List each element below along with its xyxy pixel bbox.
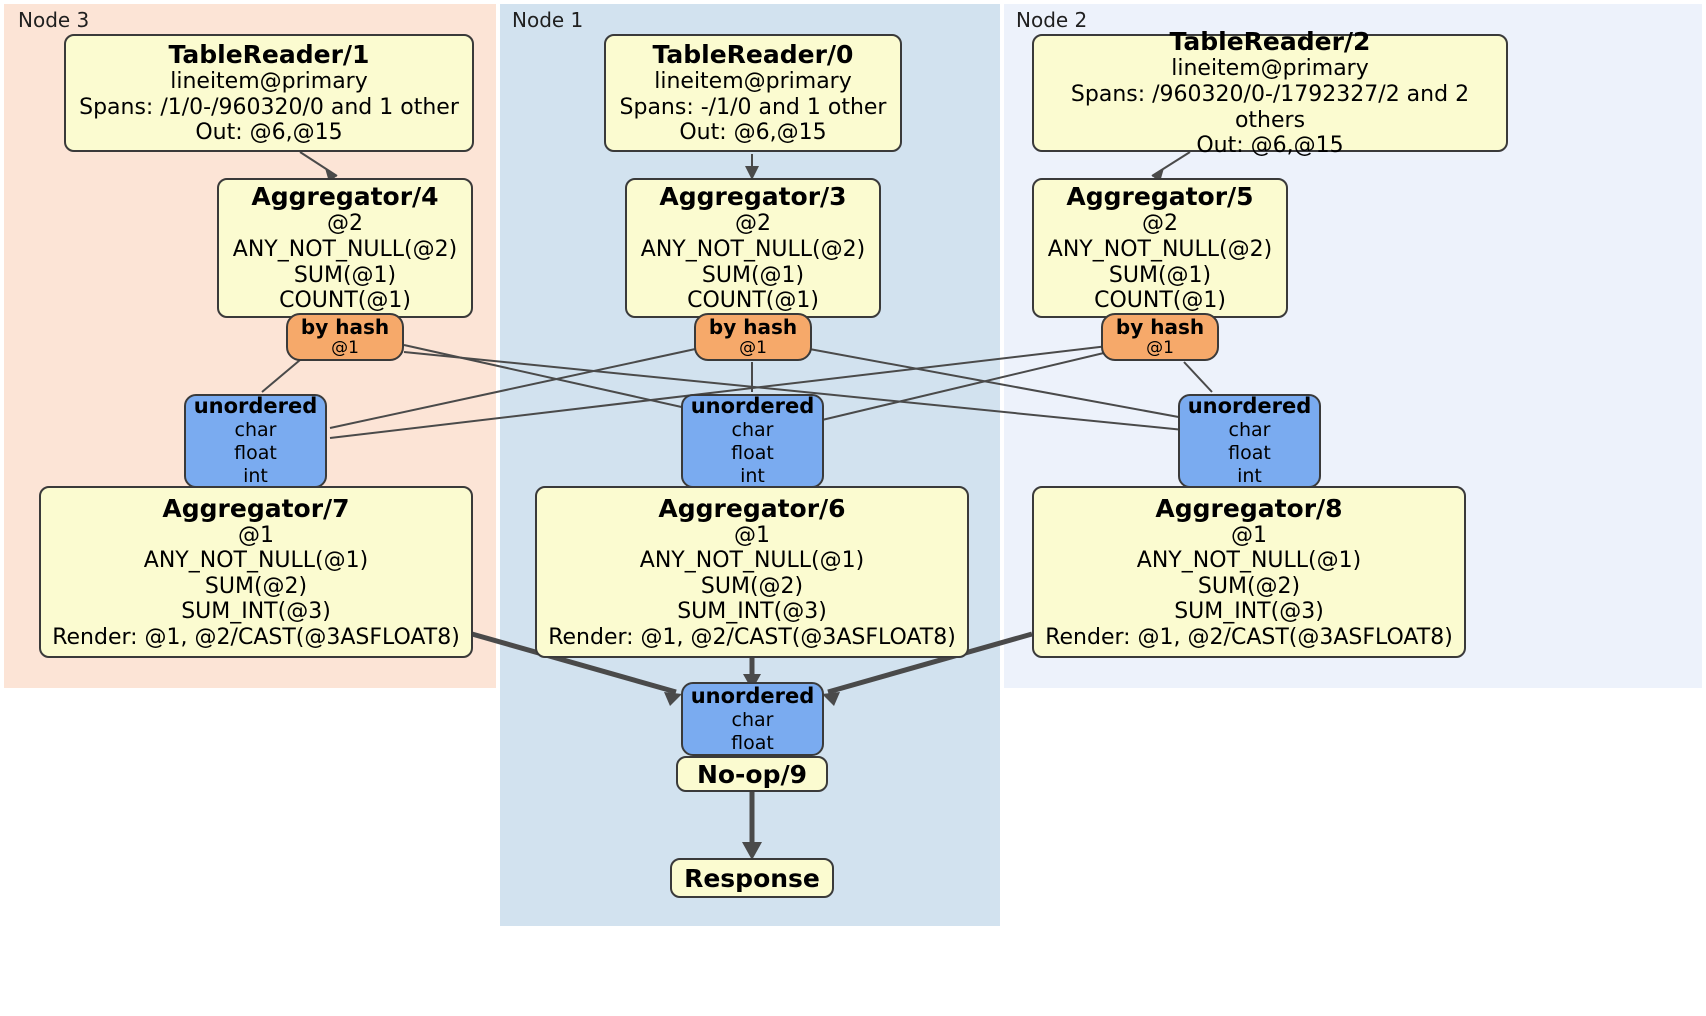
panel-node3-label: Node 3 [18,8,90,32]
processor-line: Out: @6,@15 [679,120,827,146]
synchronizer-line: char [234,419,277,442]
router-by-hash-left[interactable]: by hash @1 [286,313,404,361]
processor-line: Spans: /960320/0-/1792327/2 and 2 others [1070,81,1470,133]
synchronizer-line: float [731,442,774,465]
processor-line: COUNT(@1) [1094,288,1226,314]
processor-line: @1 [1231,522,1267,548]
processor-line: Render: @1, @2/CAST(@3ASFLOAT8) [548,624,956,650]
processor-title: TableReader/1 [168,40,370,70]
router-by-hash-center[interactable]: by hash @1 [694,313,812,361]
processor-line: ANY_NOT_NULL(@2) [232,236,458,262]
synchronizer-line: char [1228,419,1271,442]
processor-title: TableReader/2 [1169,27,1371,57]
processor-line: Render: @1, @2/CAST(@3ASFLOAT8) [52,624,460,650]
processor-line: lineitem@primary [170,69,368,95]
synchronizer-title: unordered [690,683,815,708]
processor-line: Render: @1, @2/CAST(@3ASFLOAT8) [1045,624,1453,650]
synchronizer-title: unordered [1187,394,1312,419]
processor-line: @1 [238,522,274,548]
processor-aggregator-5[interactable]: Aggregator/5 @2 ANY_NOT_NULL(@2) SUM(@1)… [1032,178,1288,318]
synchronizer-line: float [731,731,774,754]
processor-line: Spans: /1/0-/960320/0 and 1 other [79,94,459,120]
router-title: by hash [1115,314,1205,339]
processor-tablereader-1[interactable]: TableReader/1 lineitem@primary Spans: /1… [64,34,474,152]
processor-line: @2 [327,211,363,237]
synchronizer-line: float [234,442,277,465]
router-line: @1 [739,337,767,358]
processor-line: COUNT(@1) [279,288,411,314]
processor-aggregator-3[interactable]: Aggregator/3 @2 ANY_NOT_NULL(@2) SUM(@1)… [625,178,881,318]
processor-line: Out: @6,@15 [1196,133,1344,159]
processor-title: Aggregator/7 [162,493,350,523]
router-title: by hash [708,314,798,339]
synchronizer-line: int [740,465,765,487]
synchronizer-line: char [731,708,774,731]
router-title: by hash [300,314,390,339]
router-by-hash-right[interactable]: by hash @1 [1101,313,1219,361]
processor-line: ANY_NOT_NULL(@2) [640,236,866,262]
processor-line: SUM(@1) [293,262,397,288]
synchronizer-line: int [1237,465,1262,487]
processor-title: Aggregator/3 [659,182,847,212]
processor-tablereader-2[interactable]: TableReader/2 lineitem@primary Spans: /9… [1032,27,1508,158]
processor-line: SUM_INT(@3) [677,599,827,625]
synchronizer-unordered-right[interactable]: unordered char float int [1178,394,1321,488]
synchronizer-title: unordered [690,394,815,419]
processor-line: @1 [734,522,770,548]
processor-line: ANY_NOT_NULL(@1) [639,548,865,574]
processor-line: lineitem@primary [654,69,852,95]
panel-node1-label: Node 1 [512,8,584,32]
processor-title: Aggregator/6 [658,493,846,523]
processor-title: Aggregator/4 [251,182,439,212]
processor-line: SUM_INT(@3) [1174,599,1324,625]
processor-line: ANY_NOT_NULL(@1) [143,548,369,574]
synchronizer-line: char [731,419,774,442]
processor-line: @2 [735,211,771,237]
synchronizer-title: unordered [193,394,318,419]
synchronizer-unordered-center[interactable]: unordered char float int [681,394,824,488]
processor-line: SUM_INT(@3) [181,599,331,625]
processor-line: COUNT(@1) [687,288,819,314]
processor-title: No-op/9 [696,759,808,789]
processor-title: Aggregator/8 [1155,493,1343,523]
processor-line: Out: @6,@15 [195,120,343,146]
router-line: @1 [1146,337,1174,358]
router-line: @1 [331,337,359,358]
processor-line: SUM(@2) [204,573,308,599]
synchronizer-line: int [243,465,268,487]
processor-aggregator-6[interactable]: Aggregator/6 @1 ANY_NOT_NULL(@1) SUM(@2)… [535,486,969,658]
processor-line: @2 [1142,211,1178,237]
processor-line: SUM(@2) [700,573,804,599]
processor-line: Spans: -/1/0 and 1 other [619,94,887,120]
processor-title: Response [684,863,820,893]
processor-tablereader-0[interactable]: TableReader/0 lineitem@primary Spans: -/… [604,34,902,152]
panel-node2-label: Node 2 [1016,8,1088,32]
processor-line: ANY_NOT_NULL(@1) [1136,548,1362,574]
processor-line: lineitem@primary [1171,56,1369,82]
synchronizer-unordered-final[interactable]: unordered char float [681,682,824,756]
processor-no-op-9[interactable]: No-op/9 [676,756,828,792]
processor-aggregator-4[interactable]: Aggregator/4 @2 ANY_NOT_NULL(@2) SUM(@1)… [217,178,473,318]
synchronizer-unordered-left[interactable]: unordered char float int [184,394,327,488]
processor-line: ANY_NOT_NULL(@2) [1047,236,1273,262]
processor-line: SUM(@1) [701,262,805,288]
processor-title: Aggregator/5 [1066,182,1254,212]
processor-aggregator-8[interactable]: Aggregator/8 @1 ANY_NOT_NULL(@1) SUM(@2)… [1032,486,1466,658]
processor-line: SUM(@1) [1108,262,1212,288]
processor-line: SUM(@2) [1197,573,1301,599]
processor-title: TableReader/0 [652,40,854,70]
processor-response[interactable]: Response [670,858,834,898]
processor-aggregator-7[interactable]: Aggregator/7 @1 ANY_NOT_NULL(@1) SUM(@2)… [39,486,473,658]
synchronizer-line: float [1228,442,1271,465]
